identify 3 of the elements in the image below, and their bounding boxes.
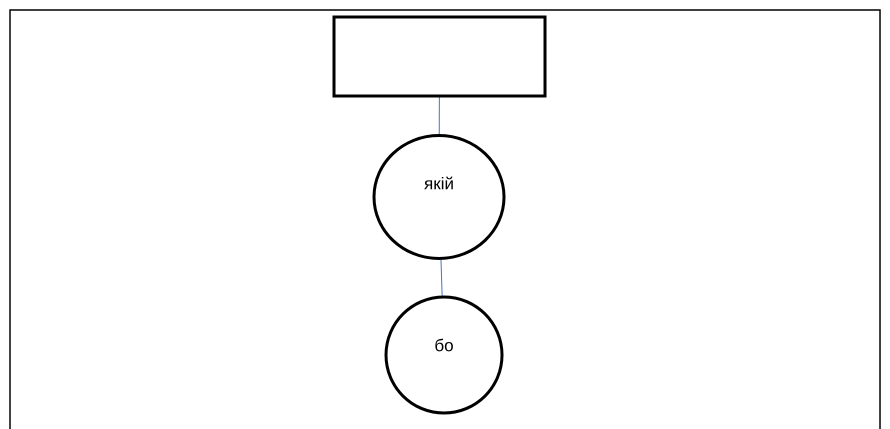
connector-line bbox=[438, 97, 440, 134]
empty-box bbox=[332, 16, 546, 98]
connector-line bbox=[440, 259, 443, 296]
